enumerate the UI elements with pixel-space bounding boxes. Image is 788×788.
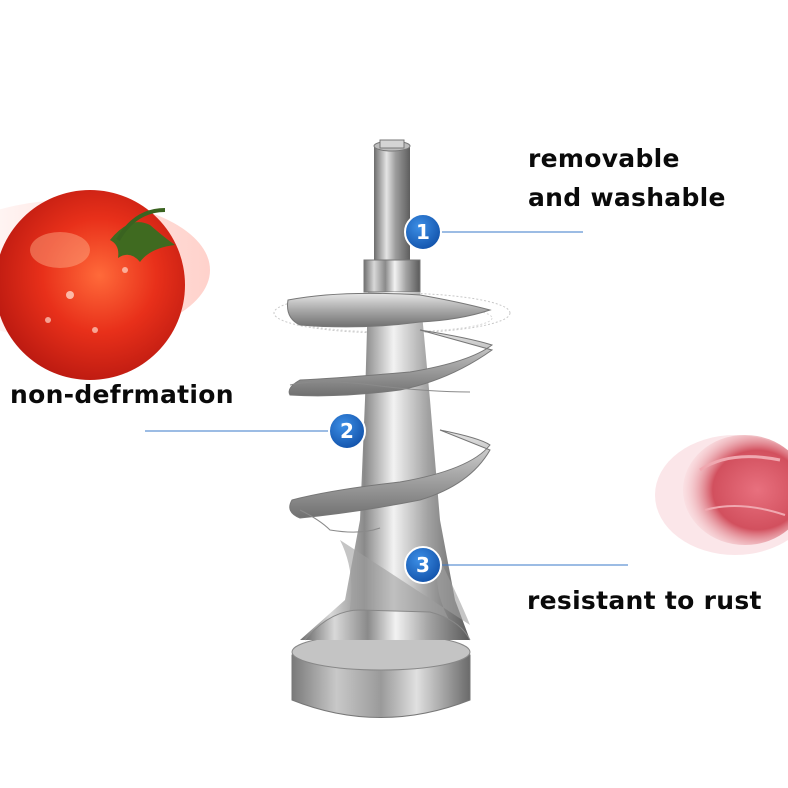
marker-3: 3: [404, 546, 442, 584]
feature-3-label: resistant to rust: [527, 586, 762, 615]
tomato-image: [0, 190, 210, 380]
svg-text:1: 1: [416, 220, 430, 244]
svg-text:3: 3: [416, 553, 430, 577]
auger-screw: [287, 139, 494, 718]
feature-2-label: non-defrmation: [10, 380, 234, 409]
marker-1: 1: [404, 213, 442, 251]
marker-2: 2: [328, 412, 366, 450]
feature-1-label-line2: and washable: [528, 183, 726, 212]
svg-text:2: 2: [340, 419, 354, 443]
meat-image: [655, 435, 788, 555]
feature-1-label-line1: removable: [528, 144, 680, 173]
